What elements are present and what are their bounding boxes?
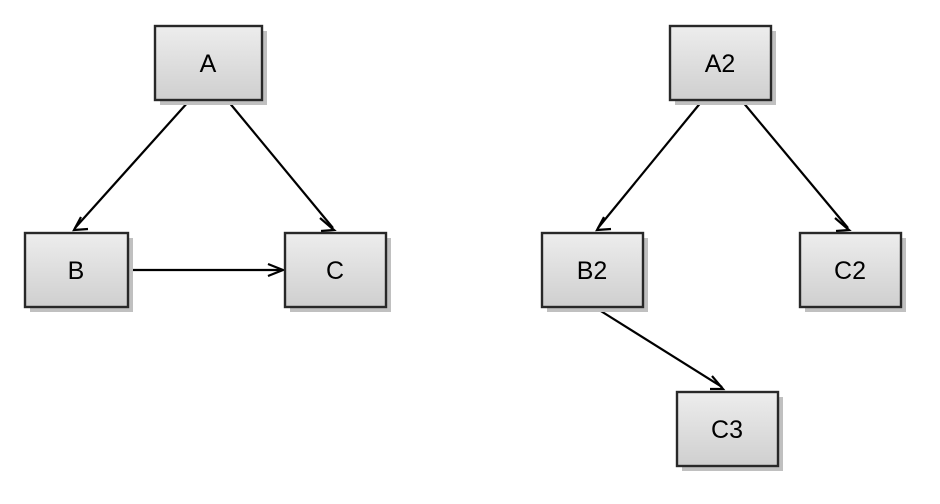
node-a[interactable]: A xyxy=(153,24,267,105)
node-a2[interactable]: A2 xyxy=(668,24,776,105)
node-b2[interactable]: B2 xyxy=(540,231,648,312)
edge-a2-to-b2[interactable] xyxy=(595,100,703,232)
node-c2-label: C2 xyxy=(834,257,866,285)
edge-a-to-c[interactable] xyxy=(227,100,337,233)
left-graph: A B C xyxy=(23,24,391,312)
node-b-label: B xyxy=(68,257,85,285)
node-c2[interactable]: C2 xyxy=(798,231,906,312)
right-graph: A2 B2 C2 C3 xyxy=(540,24,906,471)
edge-b2-to-c3[interactable] xyxy=(595,307,726,391)
node-a-label: A xyxy=(200,50,217,78)
edge-b-to-c[interactable] xyxy=(129,262,286,278)
node-b[interactable]: B xyxy=(23,231,133,312)
node-b2-label: B2 xyxy=(577,257,608,285)
node-c3[interactable]: C3 xyxy=(675,390,783,471)
node-c3-label: C3 xyxy=(711,416,743,444)
edge-a-to-b[interactable] xyxy=(72,100,190,232)
node-a2-label: A2 xyxy=(705,50,736,78)
edge-a2-to-c2[interactable] xyxy=(741,100,852,233)
node-c[interactable]: C xyxy=(283,231,391,312)
node-c-label: C xyxy=(326,257,344,285)
